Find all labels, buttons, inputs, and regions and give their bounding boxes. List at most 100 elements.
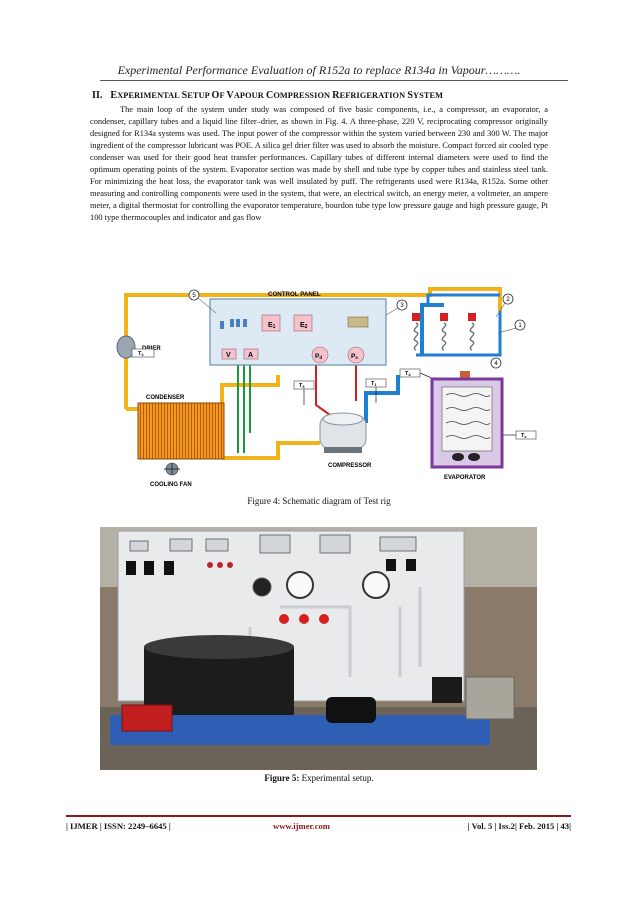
svg-text:E2: E2 <box>300 322 308 330</box>
callout-5 <box>188 289 200 301</box>
svg-text:E1: E1 <box>268 322 276 330</box>
evaporator <box>430 377 504 469</box>
footer-rule <box>66 815 571 817</box>
voltmeter-label: V <box>226 352 231 359</box>
section-number: II. <box>92 90 103 101</box>
callout-2 <box>502 293 514 305</box>
capillary-valves <box>279 614 329 624</box>
svg-text:T1: T1 <box>371 381 377 387</box>
condenser <box>137 402 225 460</box>
section-title: II. EXPERIMENTAL SETUP OF VAPOUR COMPRES… <box>92 90 443 101</box>
panel-switches <box>126 559 416 575</box>
pressure-gauges <box>252 571 390 599</box>
title-part: E <box>110 90 118 101</box>
compressor-label: COMPRESSOR <box>328 463 372 469</box>
t2-label: T <box>138 351 142 357</box>
svg-text:Pd: Pd <box>315 353 322 360</box>
svg-text:T3: T3 <box>299 383 305 389</box>
panel-meters <box>129 534 417 554</box>
footer-journal: | IJMER | ISSN: 2249–6645 | <box>66 821 171 831</box>
callout-3 <box>396 299 408 311</box>
energy-meter-e2 <box>293 314 313 332</box>
title-part: O <box>211 90 220 101</box>
title-part: OMPRESSION <box>273 91 333 100</box>
title-part: R <box>332 90 340 101</box>
cooling-fan <box>164 462 180 476</box>
panel-lamps <box>207 562 233 568</box>
te-label: T <box>521 433 525 439</box>
sensor-t2-box <box>131 348 155 358</box>
figure-5-caption: Figure 5: Experimental setup. <box>0 773 638 783</box>
suction-pressure-gauge <box>347 346 365 364</box>
fan-motor <box>432 677 462 703</box>
capillary-outlet-line <box>416 311 502 357</box>
ps-label: P <box>351 353 356 360</box>
compressor <box>319 412 367 453</box>
t3-label: T <box>299 383 303 389</box>
title-part: EFRIGERATION <box>339 91 408 100</box>
title-part: V <box>226 90 234 101</box>
control-panel-label: CONTROL PANEL <box>268 291 321 298</box>
t2-sub: 2 <box>141 352 144 357</box>
t1-sub: 1 <box>374 382 377 387</box>
figure-4-schematic: CONTROL PANEL E1 E2 V A Pd Ps 5 3 2 1 4 … <box>98 283 566 489</box>
running-head: Experimental Performance Evaluation of R… <box>117 63 521 77</box>
callout-2-num: 2 <box>506 297 510 303</box>
figure-5-label: Figure 5: <box>264 773 300 783</box>
t3-sub: 3 <box>302 384 305 389</box>
vacuum-pump <box>121 704 173 732</box>
e2-sub: 2 <box>305 324 308 330</box>
callout-5-num: 5 <box>192 293 196 299</box>
t4-sub: 4 <box>408 372 411 377</box>
pd-label: P <box>315 353 320 360</box>
compressor <box>326 697 376 723</box>
drier <box>116 335 136 359</box>
callout-4 <box>490 357 502 369</box>
svg-text:Te: Te <box>521 433 527 439</box>
cooling-fan-label: COOLING FAN <box>150 482 192 488</box>
evaporator-inlet <box>460 371 470 379</box>
energy-meter-e1 <box>261 314 281 332</box>
footer-website-link[interactable]: www.ijmer.com <box>273 821 330 831</box>
base-frame <box>110 715 490 745</box>
ammeter-label: A <box>248 352 253 359</box>
panel-switches <box>220 319 247 329</box>
t4-label: T <box>405 371 409 377</box>
footer-issue: | Vol. 5 | Iss.2| Feb. 2015 | 43| <box>467 821 571 831</box>
title-part: F <box>219 91 227 100</box>
callout-1 <box>514 319 526 331</box>
discharge-pressure-gauge <box>311 346 329 364</box>
te-sub: e <box>524 434 527 439</box>
title-part: S <box>407 90 414 101</box>
svg-text:T4: T4 <box>405 371 411 377</box>
capillary-valves <box>412 313 476 321</box>
thermostat-display <box>347 316 369 328</box>
callout-3-num: 3 <box>400 303 404 309</box>
svg-text:Ps: Ps <box>351 353 358 360</box>
title-part: YSTEM <box>413 91 444 100</box>
title-part: C <box>265 90 274 101</box>
condenser-label: CONDENSER <box>146 395 185 401</box>
figure-5-photo <box>100 527 537 770</box>
figure-4-caption: Figure 4: Schematic diagram of Test rig <box>247 496 391 506</box>
signal-wire <box>237 363 251 453</box>
title-part: XPERIMENTAL <box>117 91 182 100</box>
header-rule <box>100 80 568 81</box>
e1-label: E <box>268 322 273 329</box>
t1-label: T <box>371 381 375 387</box>
ammeter <box>243 348 259 360</box>
title-part: ETUP <box>187 91 212 100</box>
voltmeter <box>221 348 237 360</box>
svg-text:T2: T2 <box>138 351 144 357</box>
hot-refrigerant-line <box>124 287 502 460</box>
e1-sub: 1 <box>273 324 276 330</box>
callout-4-num: 4 <box>494 361 498 367</box>
callout-1-num: 1 <box>518 323 522 329</box>
ps-sub: s <box>355 355 358 360</box>
condenser <box>465 676 515 720</box>
body-paragraph: The main loop of the system under study … <box>90 105 548 222</box>
title-part: S <box>181 90 188 101</box>
power-wire <box>315 363 357 416</box>
evaporator-label: EVAPORATOR <box>444 475 486 481</box>
e2-label: E <box>300 322 305 329</box>
